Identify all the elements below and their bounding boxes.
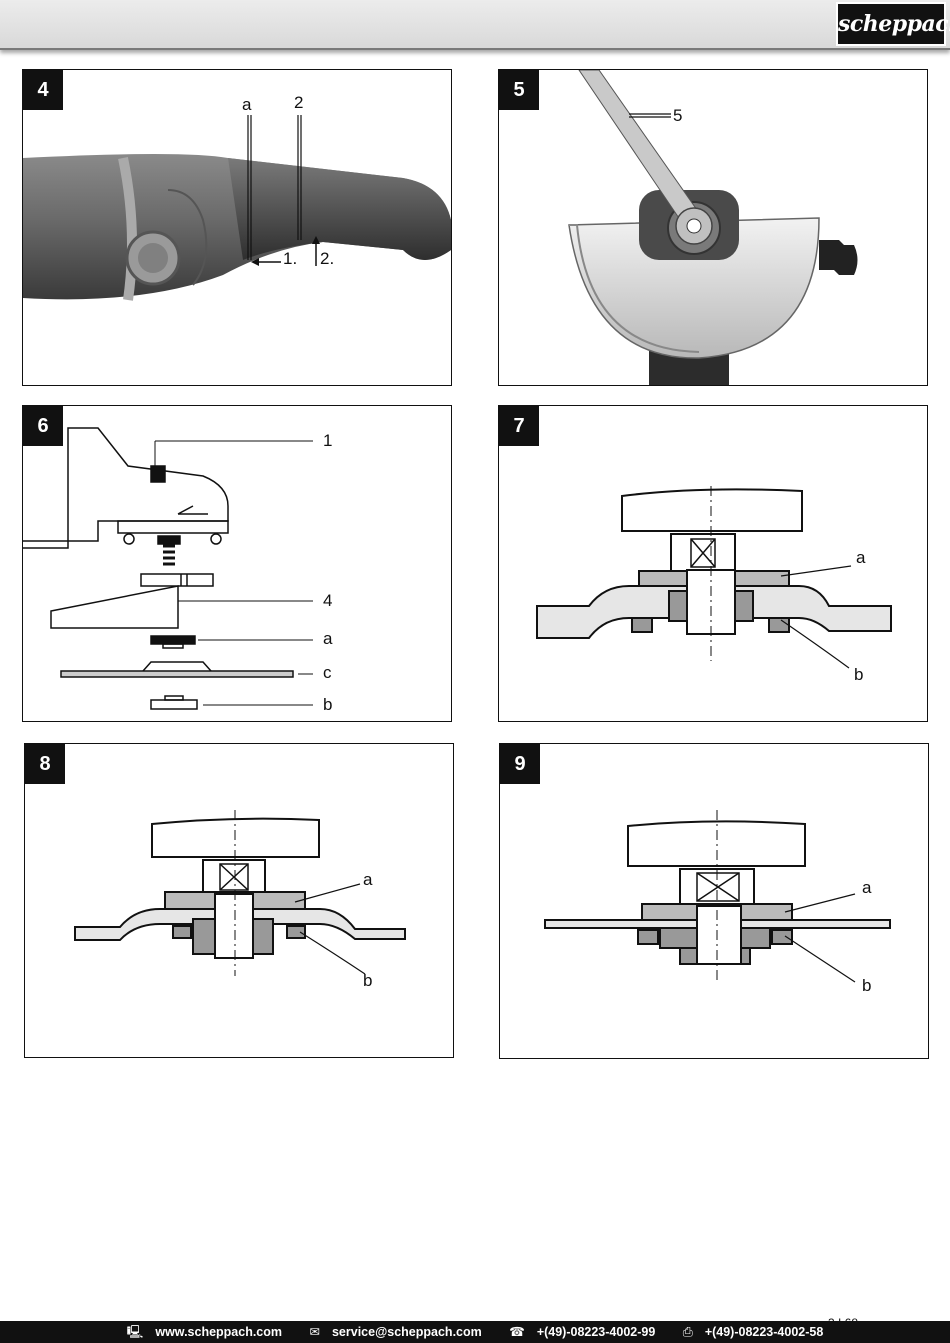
fig7-label-b: b xyxy=(854,665,864,684)
page-footer: 🖳www.scheppach.com ✉service@scheppach.co… xyxy=(0,1321,950,1343)
figure-9-panel: 9 a b xyxy=(499,743,929,1059)
mail-icon: ✉ xyxy=(309,1325,320,1339)
figure-6-exploded-diagram xyxy=(23,427,313,710)
fig6-label-b: b xyxy=(323,695,333,714)
figure-7-number: 7 xyxy=(499,406,539,446)
footer-website[interactable]: 🖳www.scheppach.com xyxy=(121,1325,288,1339)
figure-8-panel: 8 a b xyxy=(24,743,454,1058)
fig9-label-a: a xyxy=(862,878,872,897)
footer-email[interactable]: ✉service@scheppach.com xyxy=(304,1325,488,1339)
figure-7-section-diagram xyxy=(536,486,892,669)
fig9-label-b: b xyxy=(862,976,872,995)
figure-8-section-diagram xyxy=(74,810,406,976)
fig7-label-a: a xyxy=(856,548,866,567)
fig4-label-2-step: 2. xyxy=(320,249,335,268)
figure-7-panel: 7 a b xyxy=(498,405,928,722)
figure-9-section-diagram xyxy=(544,810,891,984)
fig8-label-a: a xyxy=(363,870,373,889)
figure-6-number: 6 xyxy=(23,406,63,446)
fax-icon: ⎙ xyxy=(682,1325,693,1339)
figure-5-wrench-photo xyxy=(568,70,858,385)
footer-fax: ⎙+(49)-08223-4002-58 xyxy=(677,1325,830,1339)
figure-5-panel: 5 5 xyxy=(498,69,928,386)
figure-5-number: 5 xyxy=(499,70,539,110)
fig6-label-1: 1 xyxy=(323,431,333,450)
fig4-label-1-step: 1. xyxy=(283,249,298,268)
fig6-label-c: c xyxy=(323,663,332,682)
figure-9-number: 9 xyxy=(500,744,540,784)
figure-4-panel: 4 a 2 1. 2. xyxy=(22,69,452,386)
phone-icon: ☎ xyxy=(509,1325,525,1339)
fig4-label-2: 2 xyxy=(294,93,304,112)
fig8-label-b: b xyxy=(363,971,373,990)
page-header: scheppach xyxy=(0,0,950,50)
fig6-label-4: 4 xyxy=(323,591,333,610)
footer-phone: ☎+(49)-08223-4002-99 xyxy=(503,1325,661,1339)
fig5-label-5: 5 xyxy=(673,106,683,125)
figure-4-number: 4 xyxy=(23,70,63,110)
fig6-label-a: a xyxy=(323,629,333,648)
computer-icon: 🖳 xyxy=(126,1325,144,1339)
fig4-label-a: a xyxy=(242,95,252,114)
figure-6-panel: 6 1 4 a c b xyxy=(22,405,452,722)
figure-8-number: 8 xyxy=(25,744,65,784)
figure-4-grinder-photo xyxy=(23,115,451,301)
scheppach-logo: scheppach xyxy=(836,2,950,46)
